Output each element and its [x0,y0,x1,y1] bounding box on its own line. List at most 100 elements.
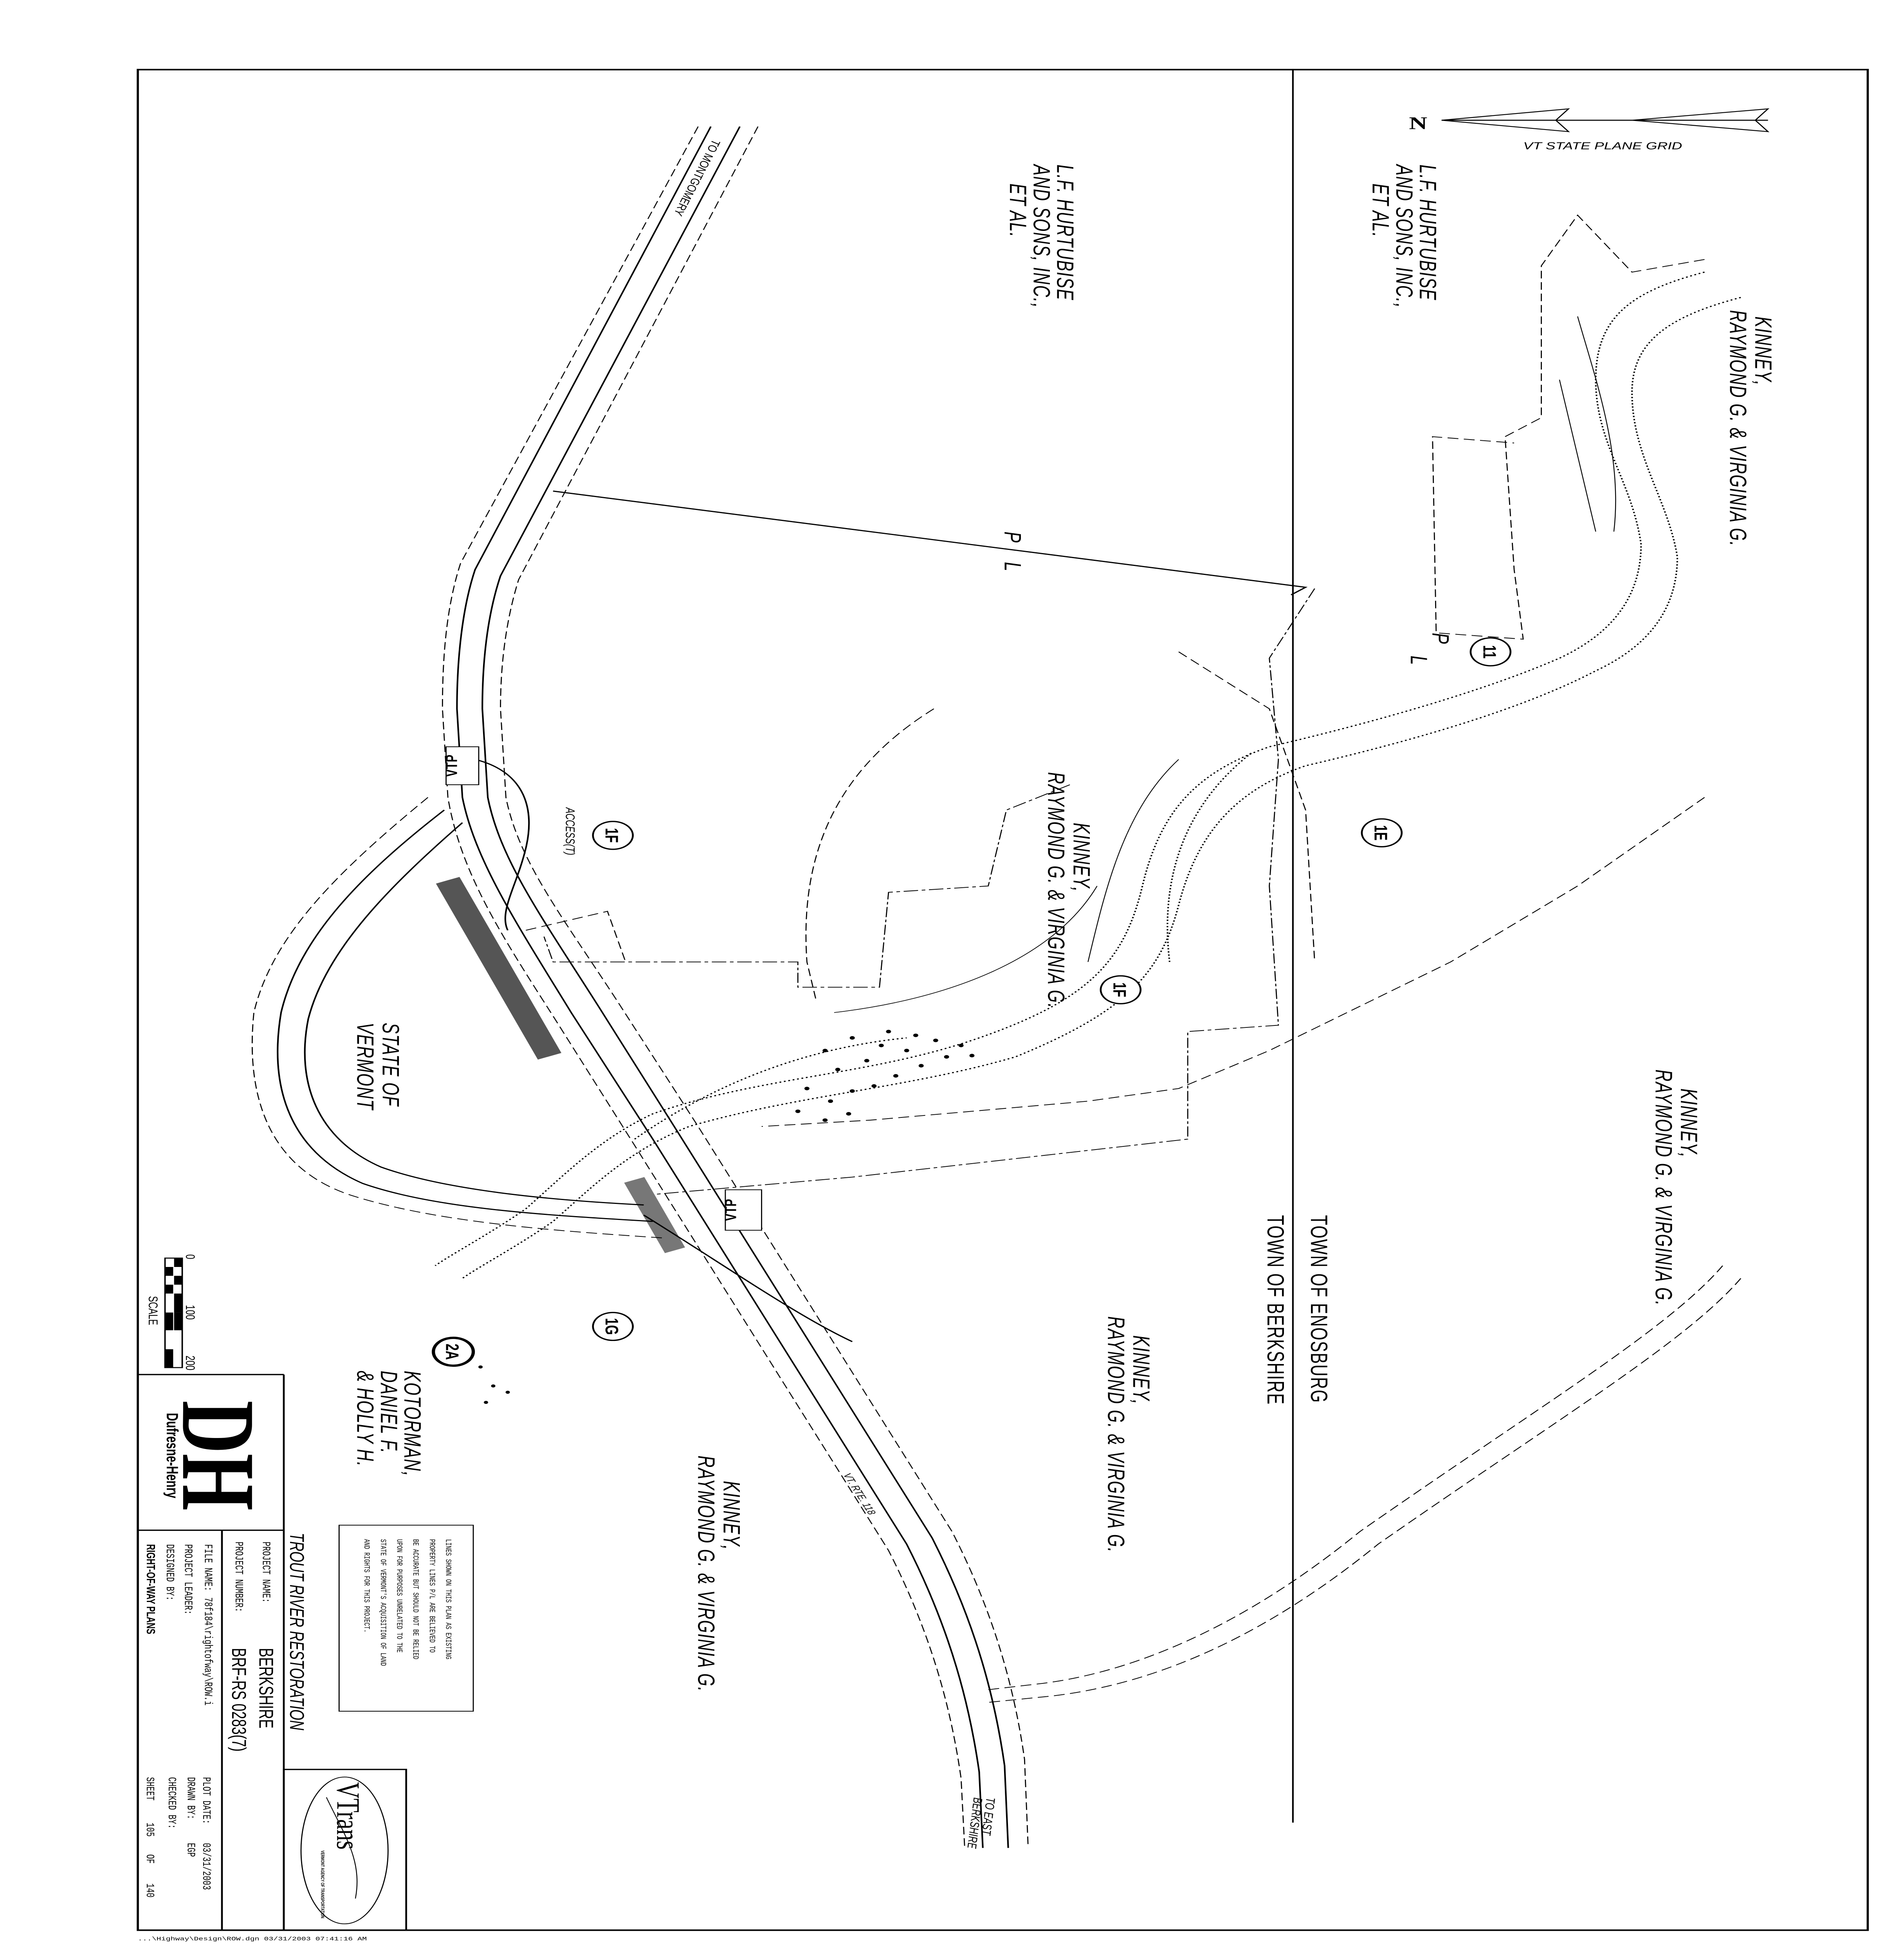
town-enosburg-label: TOWN OF ENOSBURG [1305,1215,1332,1403]
parcel-label: 2A [442,1344,462,1360]
plot-date-value: 03/31/2003 [200,1843,212,1890]
drawing-linework [634,753,1252,1140]
drawing-linework [442,126,965,1848]
trout-river [435,271,1741,1279]
drawing-linework [165,1285,173,1294]
owner-kinney-top-1: KINNEY, [1750,316,1776,386]
parcel-11: 11 [1469,637,1512,667]
parcel-2a: 2A [431,1337,475,1367]
sheet-type: RIGHT-OF-WAY PLANS [144,1544,158,1634]
project-name-value: BERKSHIRE [255,1648,277,1728]
drawing-linework [1469,637,1512,667]
drawing-linework [525,911,626,962]
drawing-linework [822,1118,828,1122]
sheet-of: OF [143,1854,156,1863]
parcel-1f: 1F [1100,975,1142,1004]
owner-kinney-right-1: KINNEY, [1675,1088,1702,1158]
scale-tick-0: 0 [183,1254,197,1260]
drawing-linework [835,1068,840,1072]
drawing-linework [553,490,1308,596]
project-leader-label: PROJECT LEADER: [181,1544,194,1615]
owner-state-1: STATE OF [377,1023,404,1107]
owner-kotorman-3: & HOLLY H. [352,1371,378,1467]
note-line: LINES SHOWN ON THIS PLAN AS EXISTING [444,1539,453,1659]
vtrans-logo: VTrans VERMONT AGENCY OF TRANSPORTATION [300,1777,389,1925]
owner-kinney-road-1: KINNEY, [718,1481,744,1551]
drawing-linework [893,1074,898,1078]
owner-kinney-lower-1: KINNEY, [1128,1335,1154,1405]
north-arrow: N VT STATE PLANE GRID [1409,108,1770,151]
parcel-1g: 1G [592,1312,634,1341]
drawing-linework [795,1109,801,1113]
drawing-linework [165,1267,173,1276]
drawing-linework [849,1036,855,1040]
vtp-label: VTP [442,755,461,777]
parcel-markers: 11 1E 1F 1F 1G 2A [431,637,1512,1367]
drawing-linework [474,759,530,931]
bridge-riprap [436,877,562,1060]
drawing-linework [988,1278,1742,1703]
drawing-linework [165,1312,173,1330]
owner-hurtubise-right-2: AND SONS, INC., [1391,164,1417,308]
drawing-linework [456,126,984,1848]
drawing-linework [933,1038,938,1042]
owner-hurtubise-left-2: AND SONS, INC., [1028,164,1055,308]
pl-mark-p: P [999,532,1025,543]
owner-kinney-lower-2: RAYMOND G. & VIRGINIA G. [1102,1316,1129,1553]
project-number-value: BRF-RS 0283(7) [227,1648,250,1752]
drawing-linework [174,1276,182,1285]
drawing-linework [761,797,1705,1127]
sheet-label: SHEET [143,1777,156,1800]
drawing-linework [969,1054,975,1058]
drawing-linework [338,1525,474,1712]
drawing-linework [478,1365,483,1369]
drawing-linework [822,1049,828,1052]
agency-name: VERMONT AGENCY OF TRANSPORTATION [319,1851,325,1918]
drawing-linework [300,1777,389,1925]
scale-label: SCALE [146,1296,160,1325]
drawing-linework [483,1401,489,1404]
parcel-label: 1G [602,1318,622,1335]
drawing-linework [846,1112,851,1116]
drawing-linework [878,1043,884,1047]
project-title: TROUT RIVER RESTORATION [286,1533,308,1730]
title-block: DH Dufresne-Henry TROUT RIVER RESTORATIO… [138,1374,407,1931]
drawing-linework [1432,214,1705,640]
drawing-linework [174,1293,182,1313]
drawing-linework [505,1391,510,1394]
dufresne-henry-logo: DH Dufresne-Henry [160,1400,276,1510]
owner-state-2: VERMONT [352,1023,378,1110]
north-letter: N [1409,114,1427,133]
plot-date-label: PLOT DATE: [200,1777,212,1824]
drawing-linework [435,271,1705,1266]
vt-route-118 [436,126,1029,1848]
firm-logo-mark: DH [160,1400,276,1510]
note-line: AND RIGHTS FOR THIS PROJECT. [362,1539,371,1633]
grid-label: VT STATE PLANE GRID [1523,140,1682,151]
drawing-linework [725,1189,762,1231]
drawn-by-value: EGP [184,1843,197,1857]
drawing-linework [1361,818,1403,848]
project-number-label: PROJECT NUMBER: [232,1542,245,1612]
drawing-linework [643,1215,853,1343]
drawing-linework [277,809,653,1222]
owner-hurtubise-left-3: ET AL. [1004,184,1031,238]
drawing-linework [500,126,1029,1848]
pl-mark-l: L [999,562,1025,572]
drawing-linework [913,1033,918,1037]
pl-mark-p: P [1427,633,1453,645]
drawing-linework [592,1312,634,1341]
scale-bar: 0 100 200 SCALE [146,1254,197,1370]
firm-name: Dufresne-Henry [163,1413,182,1498]
town-berkshire-label: TOWN OF BERKSHIRE [1262,1215,1288,1405]
checked-by-label: CHECKED BY: [165,1777,178,1829]
sheet-border [137,68,1869,1931]
owner-labels: KINNEY, RAYMOND G. & VIRGINIA G. L.F. HU… [352,164,1776,1692]
parcel-label: 1E [1370,825,1390,841]
drawing-linework [886,1029,891,1034]
parcel-label: 1F [602,828,622,843]
arrow-head-icon [1632,108,1770,132]
owner-kinney-mid-2: RAYMOND G. & VIRGINIA G. [1043,772,1069,1009]
note-line: UPON FOR PURPOSES UNRELATED TO THE [395,1539,404,1652]
drawing-linework [988,1265,1723,1690]
